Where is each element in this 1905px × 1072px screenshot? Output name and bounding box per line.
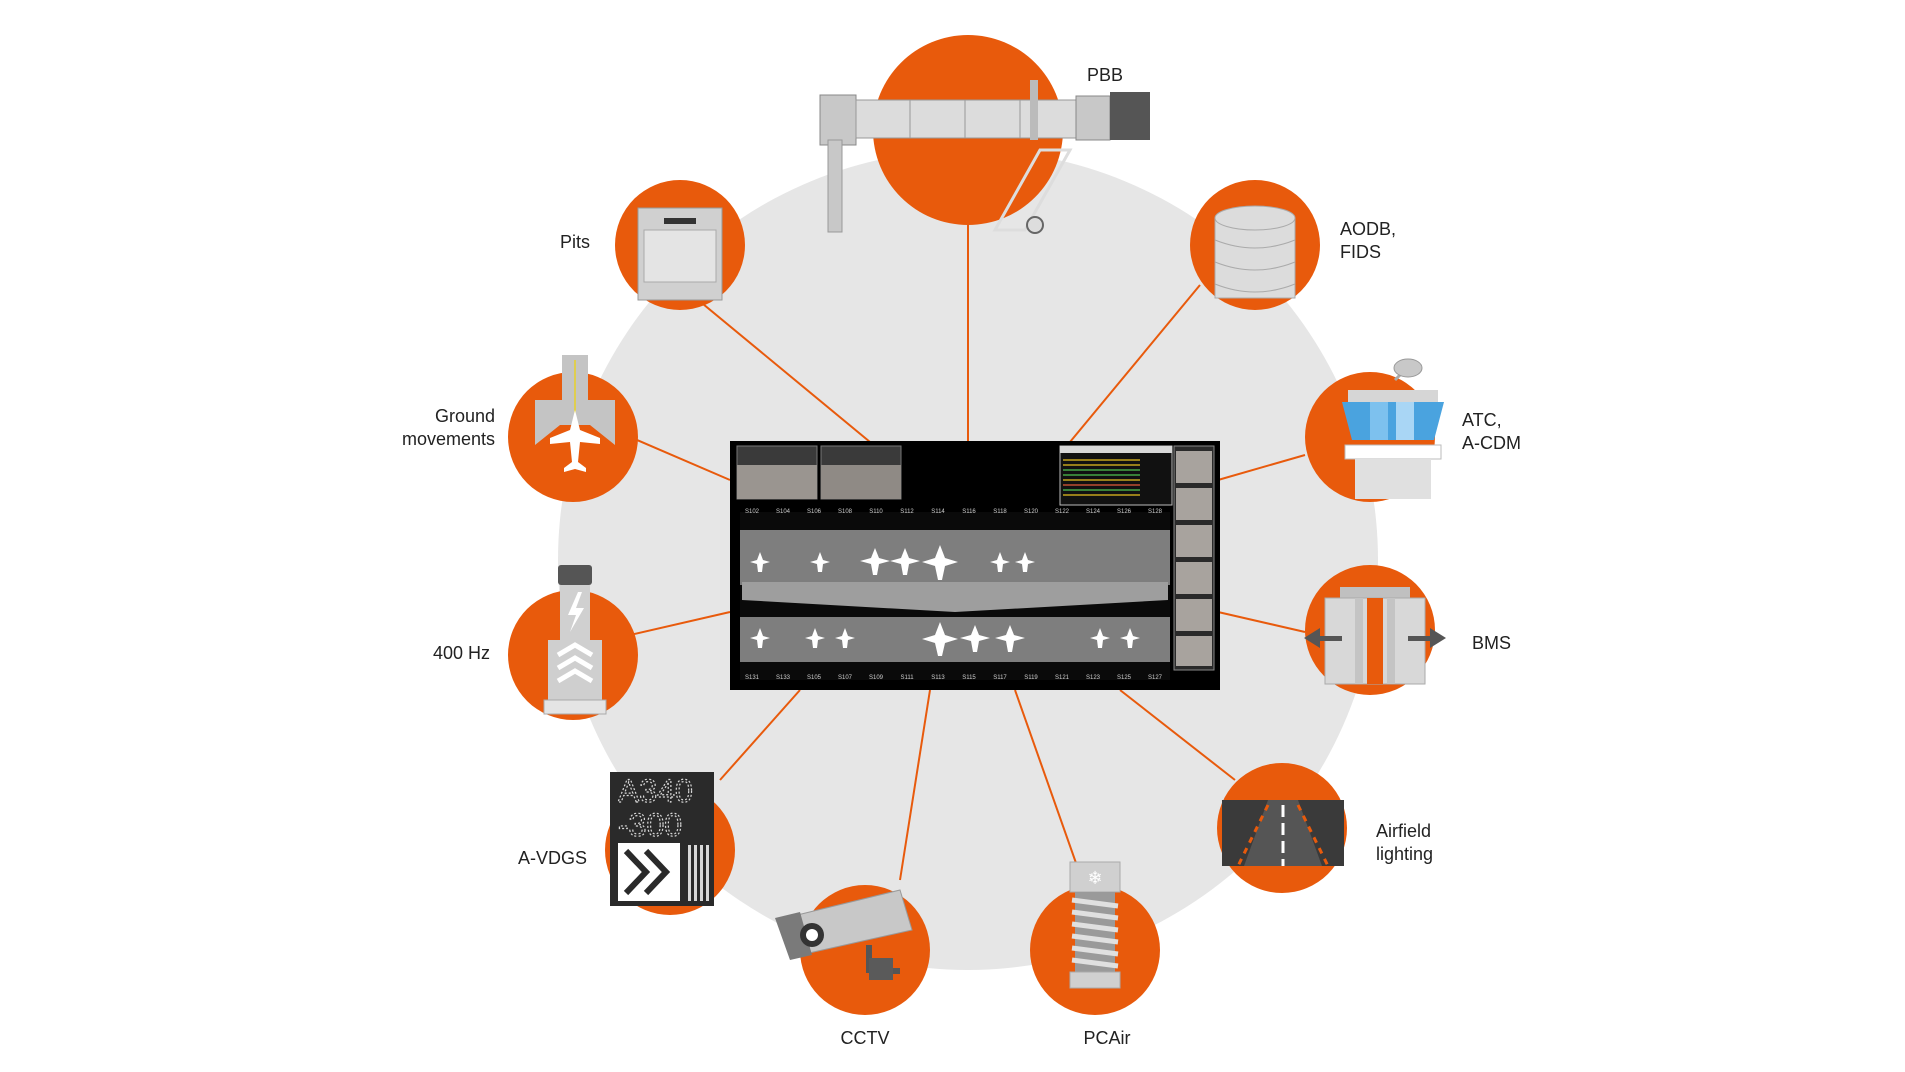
label-cctv: CCTV <box>840 1028 890 1048</box>
line-ground <box>629 436 731 481</box>
stand-label: S116 <box>962 509 976 515</box>
stand-label: S133 <box>776 675 791 681</box>
label-400hz: 400 Hz <box>432 643 490 663</box>
pre-conditioned-air-icon: ❄ <box>1069 861 1121 989</box>
lightning-icon <box>568 592 584 632</box>
line-avdgs <box>719 689 801 781</box>
runway-lights-icon <box>1222 800 1344 867</box>
stand-label: S119 <box>1024 675 1038 681</box>
line-airfield <box>1119 689 1236 781</box>
message-lines <box>1063 459 1140 496</box>
control-tower-icon <box>1342 358 1444 499</box>
message-window-titlebar <box>1060 446 1172 453</box>
pit-icon <box>637 207 723 301</box>
aircraft-markers <box>750 545 1140 656</box>
line-atc <box>1217 454 1306 481</box>
bridge-tunnel <box>855 99 1077 139</box>
connector-lines <box>629 160 1306 881</box>
line-pits <box>679 284 871 443</box>
label-pits: Pits <box>559 232 590 252</box>
dot-matrix-bar <box>688 845 709 901</box>
pcair-node: ❄ <box>1030 861 1160 1015</box>
stand-label: S123 <box>1086 675 1101 681</box>
label-aodb: AODB, FIDS <box>1340 219 1397 262</box>
vdgs-aircraft-variant: -300 <box>618 807 682 843</box>
label-pbb: PBB <box>1087 65 1124 85</box>
line-bms <box>1217 611 1306 633</box>
stand-labels-top: S102 S104 S106 S108 S110 S112 S114 S116 S118 S120… <box>745 509 1163 515</box>
stand-label: S131 <box>745 675 760 681</box>
stand-label: S117 <box>993 675 1007 681</box>
stand-label: S113 <box>931 675 945 681</box>
cctv-node <box>775 885 930 1015</box>
stand-label: S126 <box>1117 509 1132 515</box>
camera-image <box>821 465 901 499</box>
stand-label: S105 <box>807 675 822 681</box>
ground-movements-node <box>508 355 638 502</box>
north-stands <box>740 530 1170 585</box>
stand-label: S108 <box>838 509 853 515</box>
airfield-node <box>1217 763 1347 893</box>
label-airfield-lighting: Airfield lighting <box>1376 821 1434 864</box>
pits-node <box>615 180 745 310</box>
airplane-icon <box>550 410 600 472</box>
stand-label: S121 <box>1055 675 1070 681</box>
pbb-node <box>819 35 1150 234</box>
passenger-boarding-bridge-icon <box>819 80 1150 234</box>
central-monitor: S102 S104 S106 S108 S110 S112 S114 S116 S118 S120… <box>730 441 1220 690</box>
stand-label: S122 <box>1055 509 1070 515</box>
stand-label: S128 <box>1148 509 1163 515</box>
chevrons-icon <box>556 642 594 684</box>
label-avdgs: A-VDGS <box>517 848 587 868</box>
line-pcair <box>1014 689 1083 881</box>
stand-label: S124 <box>1086 509 1101 515</box>
stand-label: S104 <box>776 509 791 515</box>
stand-label: S107 <box>838 675 853 681</box>
building-icon <box>1324 587 1426 685</box>
stand-label: S120 <box>1024 509 1039 515</box>
ground-power-unit-icon <box>543 565 607 715</box>
stand-label: S127 <box>1148 675 1163 681</box>
aodb-node <box>1190 180 1320 310</box>
label-ground-movements: Ground movements <box>401 406 495 449</box>
stand-labels-bottom: S131 S133 S105 S107 S109 S111 S113 S115 S117 S119… <box>745 675 1163 681</box>
hz400-node <box>508 565 638 720</box>
stand-label: S112 <box>900 509 914 515</box>
bms-node <box>1304 565 1446 695</box>
stand-label: S106 <box>807 509 822 515</box>
stand-label: S118 <box>993 509 1007 515</box>
chevron-right-icon <box>623 848 671 896</box>
bridge-cab <box>1110 92 1150 140</box>
stand-label: S109 <box>869 675 884 681</box>
stand-label: S111 <box>900 675 914 681</box>
stand-label: S125 <box>1117 675 1132 681</box>
terminal-pier <box>742 582 1168 612</box>
camera-column <box>1173 445 1215 671</box>
bridge-rotunda <box>819 94 857 146</box>
atc-node <box>1305 358 1444 502</box>
stand-label: S114 <box>931 509 945 515</box>
arrows-icon <box>1304 628 1446 648</box>
camera-column-images <box>1176 451 1212 666</box>
taxiway-icon <box>535 355 615 472</box>
stand-label: S115 <box>962 675 976 681</box>
docking-display-icon: A340 -300 <box>610 772 714 906</box>
stand-label: S110 <box>869 509 883 515</box>
line-cctv <box>899 689 931 881</box>
line-aodb <box>1069 284 1201 443</box>
label-bms: BMS <box>1472 633 1512 653</box>
radar-dish-icon <box>1393 358 1423 378</box>
snowflake-icon: ❄ <box>1087 868 1102 888</box>
database-icon <box>1214 205 1296 299</box>
avdgs-node: A340 -300 <box>605 772 735 915</box>
line-400hz <box>629 611 731 636</box>
label-atc: ATC, A-CDM <box>1462 410 1521 453</box>
stand-label: S102 <box>745 509 760 515</box>
vdgs-aircraft-type: A340 <box>618 773 693 809</box>
camera-image <box>737 465 817 499</box>
label-pcair: PCAir <box>1083 1028 1131 1048</box>
security-camera-icon <box>775 889 913 980</box>
